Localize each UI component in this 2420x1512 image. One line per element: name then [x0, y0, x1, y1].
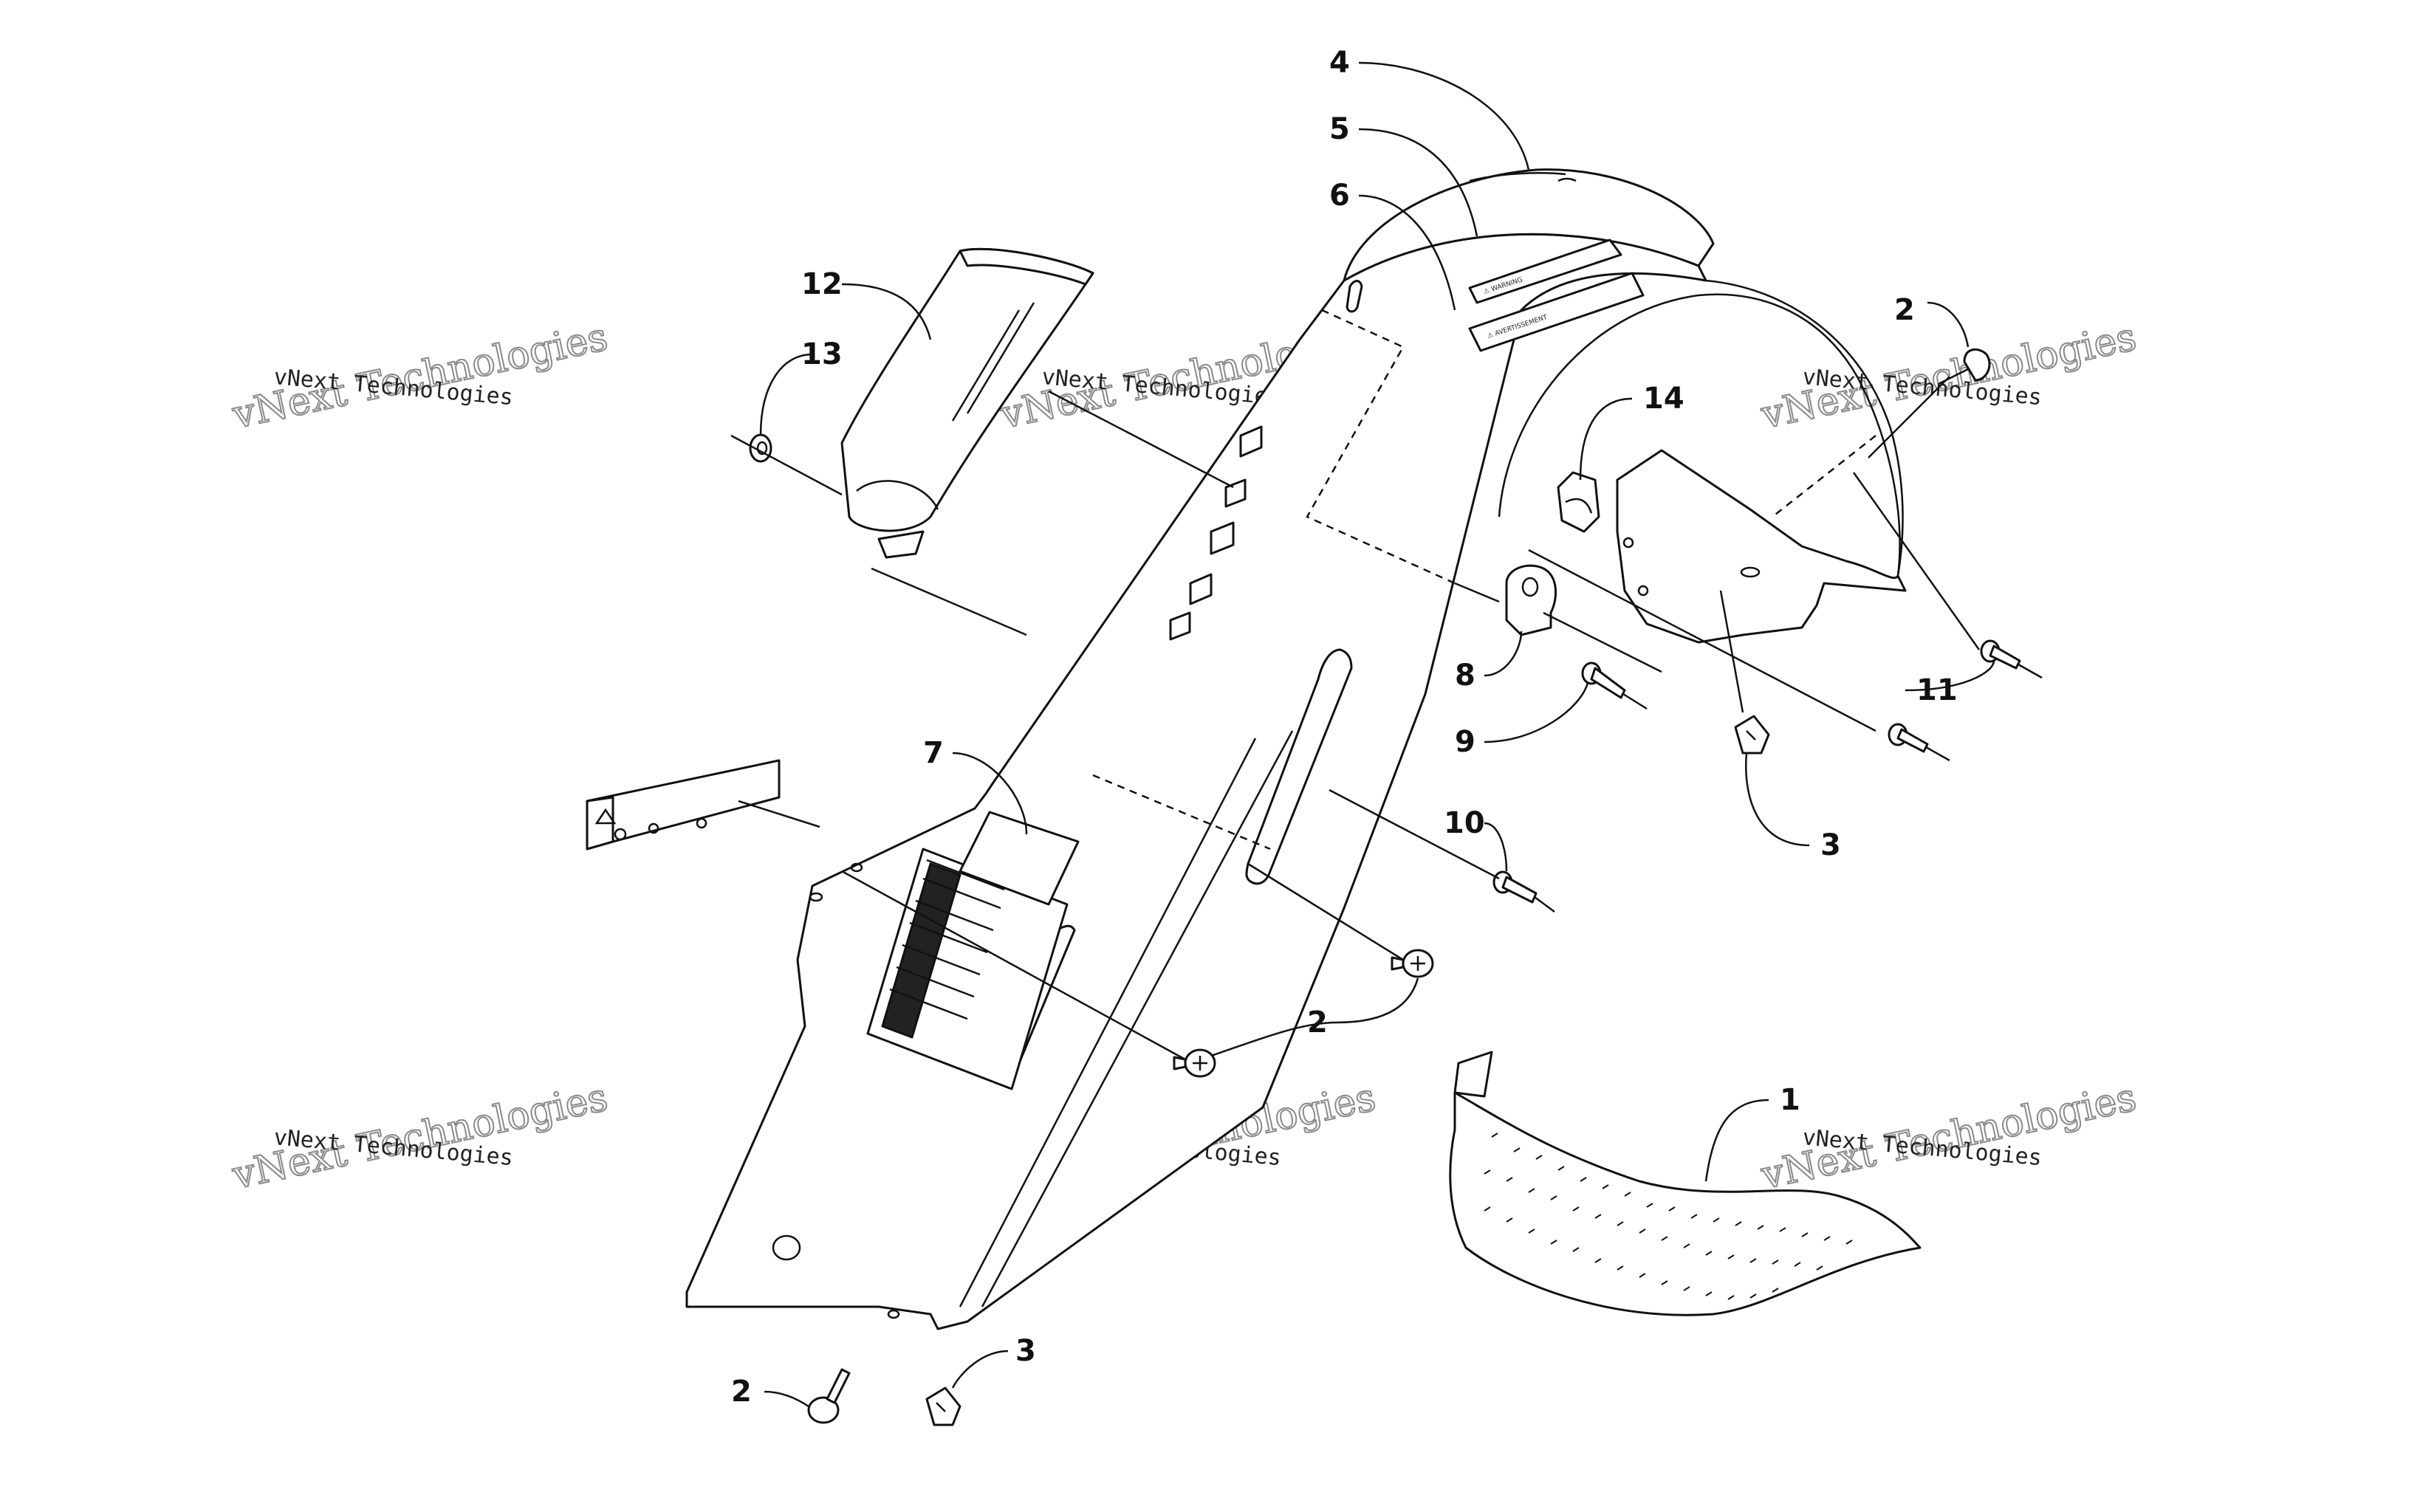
rear-fender: ⚠ WARNING ⚠ AVERTISSEMENT: [685, 168, 1907, 1330]
callout-4: 4: [1329, 46, 1350, 80]
assembly-lines: [730, 309, 1981, 1061]
watermark-bottom-right: vNext Technologies vNext Technologies: [1756, 1075, 2141, 1199]
callout-3-bottom: 3: [1015, 1334, 1036, 1368]
warning-decal: ⚠ WARNING: [1468, 238, 1622, 304]
callout-numbers: 4 5 6 12 13 14 2 8 9 10 11 3 7 2 1 2 3: [731, 46, 1958, 1409]
callout-12: 12: [801, 267, 843, 301]
callout-10: 10: [1444, 806, 1485, 840]
screw: [1391, 949, 1434, 978]
watermark-bottom-left: vNext Technologies vNext Technologies: [227, 1075, 612, 1199]
callout-7: 7: [923, 736, 944, 770]
callout-leaders: [759, 61, 1995, 1408]
frame-stub: [586, 759, 781, 850]
callout-8: 8: [1455, 659, 1475, 693]
callout-2-top-right: 2: [1894, 293, 1915, 327]
callout-13: 13: [801, 337, 843, 371]
mount-bracket: [1505, 564, 1557, 636]
screw: [1173, 1048, 1216, 1078]
screw: [807, 1368, 851, 1424]
traction-strip: [1449, 1051, 1922, 1316]
callout-3-right: 3: [1820, 828, 1841, 862]
clip: [1557, 471, 1600, 533]
warning-decal-fr: ⚠ AVERTISSEMENT: [1468, 272, 1645, 352]
callout-6: 6: [1329, 179, 1350, 213]
callout-9: 9: [1455, 725, 1475, 759]
rivet: [1980, 639, 2043, 679]
callout-5: 5: [1329, 112, 1350, 146]
grab-handle: [840, 247, 1094, 559]
watermark-top-left: vNext Technologies vNext Technologies: [227, 315, 612, 439]
callout-14: 14: [1643, 382, 1684, 416]
clip-nut: [1734, 715, 1770, 755]
callout-11: 11: [1916, 673, 1958, 707]
rivet: [1888, 723, 1950, 762]
instruction-decal: [866, 811, 1080, 1090]
rivet: [1581, 662, 1648, 710]
callout-2-bottom: 2: [731, 1375, 752, 1409]
callout-2-center: 2: [1307, 1006, 1328, 1040]
rivet: [1492, 870, 1555, 913]
callout-1: 1: [1780, 1083, 1800, 1117]
clip-nut: [925, 1386, 962, 1426]
